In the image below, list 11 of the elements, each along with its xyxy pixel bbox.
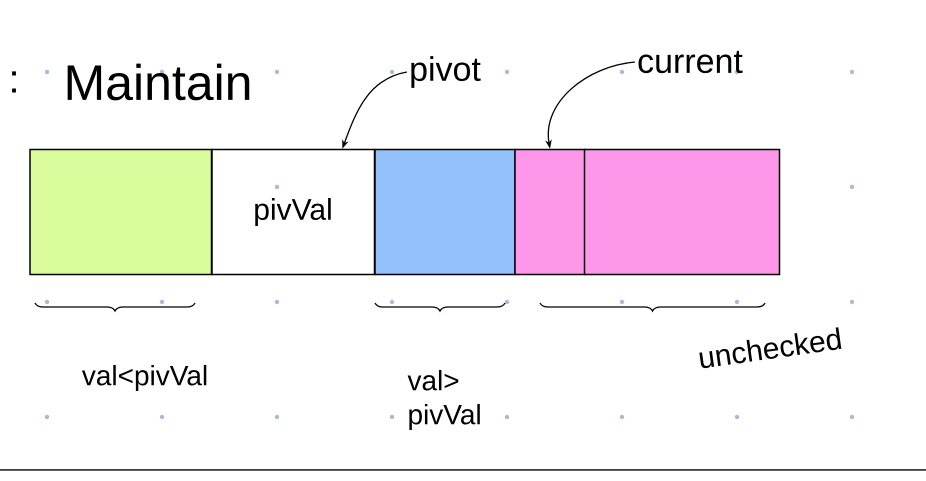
pivot-cell: pivVal: [210, 148, 376, 276]
array-cell: [29, 148, 213, 276]
pointer-label: pivot: [411, 56, 481, 88]
brace-label: unchecked: [699, 327, 842, 368]
pointer-label: current: [638, 50, 743, 74]
brace-label: val> pivVal: [408, 370, 480, 430]
brace-label: val<pivVal: [82, 364, 206, 392]
array-cell: [374, 148, 516, 276]
array-cell: [514, 148, 586, 276]
title: Maintain: [68, 64, 250, 100]
colon-mark: :: [12, 71, 16, 93]
